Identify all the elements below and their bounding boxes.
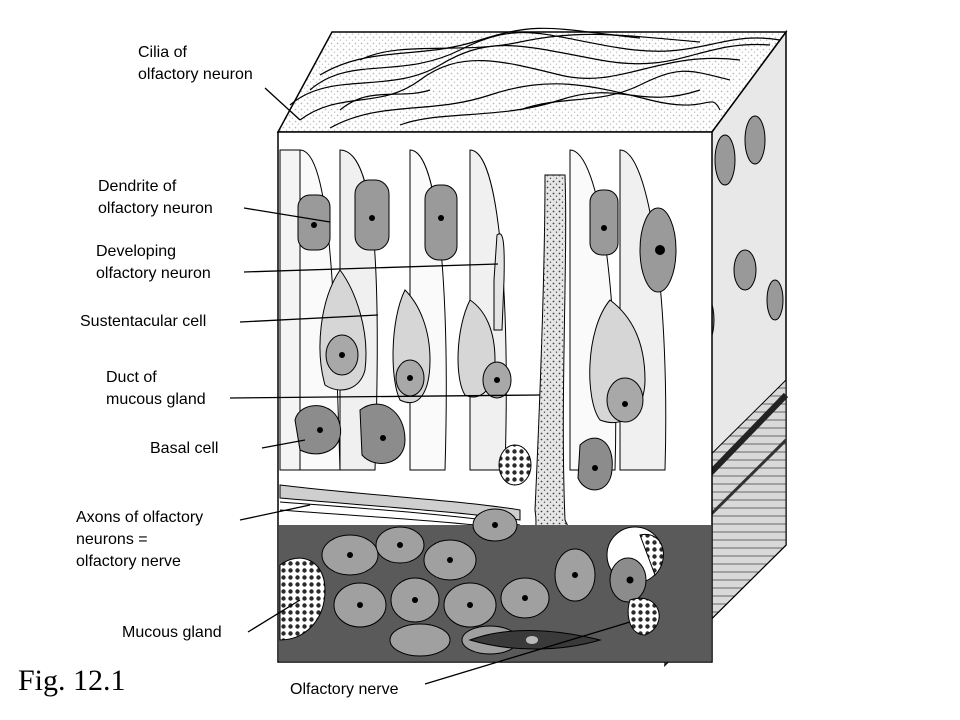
- label-olfactory-nerve: Olfactory nerve: [290, 681, 399, 698]
- label-developing-neuron: Developing olfactory neuron: [96, 243, 211, 282]
- label-mucous-gland: Mucous gland: [122, 624, 222, 641]
- label-sustentacular-cell: Sustentacular cell: [80, 313, 207, 330]
- figure-caption: Fig. 12.1: [18, 664, 126, 697]
- developing-neuron: [493, 233, 505, 331]
- label-cilia: Cilia of olfactory neuron: [138, 44, 253, 83]
- label-axons: Axons of olfactory neurons = olfactory n…: [76, 509, 204, 570]
- leader-lines: [229, 87, 631, 685]
- cilia-surface: [276, 27, 788, 133]
- label-basal-cell: Basal cell: [150, 440, 219, 457]
- label-duct: Duct of mucous gland: [106, 369, 206, 408]
- mucous-gland: [279, 526, 664, 641]
- label-dendrite: Dendrite of olfactory neuron: [98, 178, 213, 217]
- front-face: [277, 131, 713, 663]
